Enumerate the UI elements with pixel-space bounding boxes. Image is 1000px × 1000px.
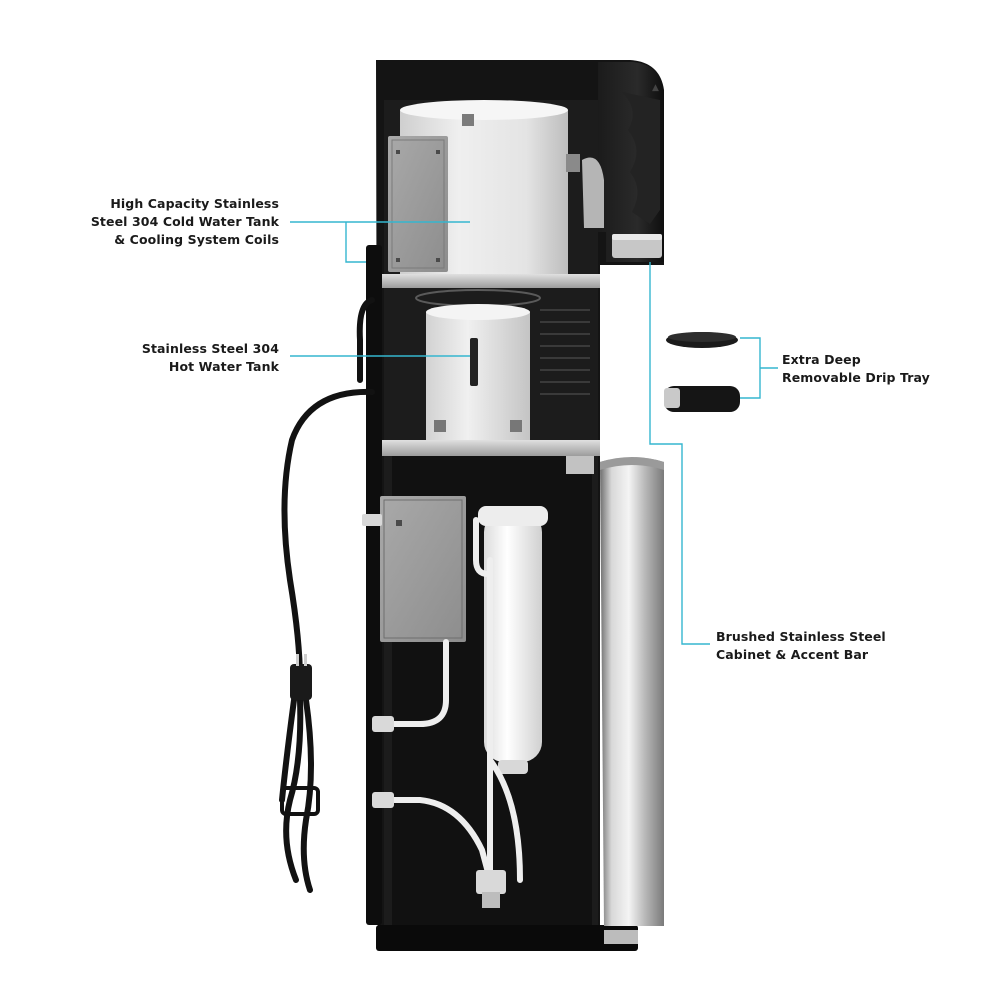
cold-tank-leader (290, 221, 470, 263)
drip-tray-base (664, 386, 740, 412)
stainless-accent-bar (600, 457, 664, 926)
leader-lines (290, 221, 778, 645)
cold-tank-callout: High Capacity Stainless Steel 304 Cold W… (91, 195, 279, 249)
hot-water-tank (426, 304, 530, 440)
cold-tank-callout-line-3: & Cooling System Coils (114, 232, 279, 247)
filter-cartridge (478, 506, 548, 774)
dispenser-head: ▲ (582, 62, 664, 262)
shelf-bracket (566, 456, 594, 474)
tube-fittings (372, 716, 506, 908)
drip-tray-leader (740, 337, 778, 399)
cabinet-leader (649, 262, 710, 645)
cold-tank-callout-line-2: Steel 304 Cold Water Tank (90, 214, 279, 229)
cold-tank-callout-line-1: High Capacity Stainless (110, 196, 279, 211)
cold-water-tank (388, 100, 580, 274)
water-tubing (381, 517, 523, 883)
hot-tank-callout-line-2: Hot Water Tank (168, 359, 279, 374)
power-plug (280, 654, 320, 816)
cabinet-callout: Brushed Stainless Steel Cabinet & Accent… (716, 628, 886, 664)
drip-tray-lid (666, 332, 738, 348)
cabinet-callout-line-2: Cabinet & Accent Bar (716, 647, 869, 662)
power-cord (279, 297, 375, 893)
hot-tank-callout: Stainless Steel 304 Hot Water Tank (142, 340, 279, 376)
hot-tank-callout-line-1: Stainless Steel 304 (141, 341, 279, 356)
svg-text:▲: ▲ (652, 83, 659, 93)
drip-tray-callout-line-1: Extra Deep (782, 352, 861, 367)
drip-tray-callout: Extra Deep Removable Drip Tray (782, 351, 930, 387)
control-box (362, 496, 466, 642)
cabinet-callout-line-1: Brushed Stainless Steel (716, 629, 886, 644)
upper-shelf (382, 274, 600, 288)
lower-shelf (382, 440, 600, 456)
drip-tray-callout-line-2: Removable Drip Tray (782, 370, 930, 385)
